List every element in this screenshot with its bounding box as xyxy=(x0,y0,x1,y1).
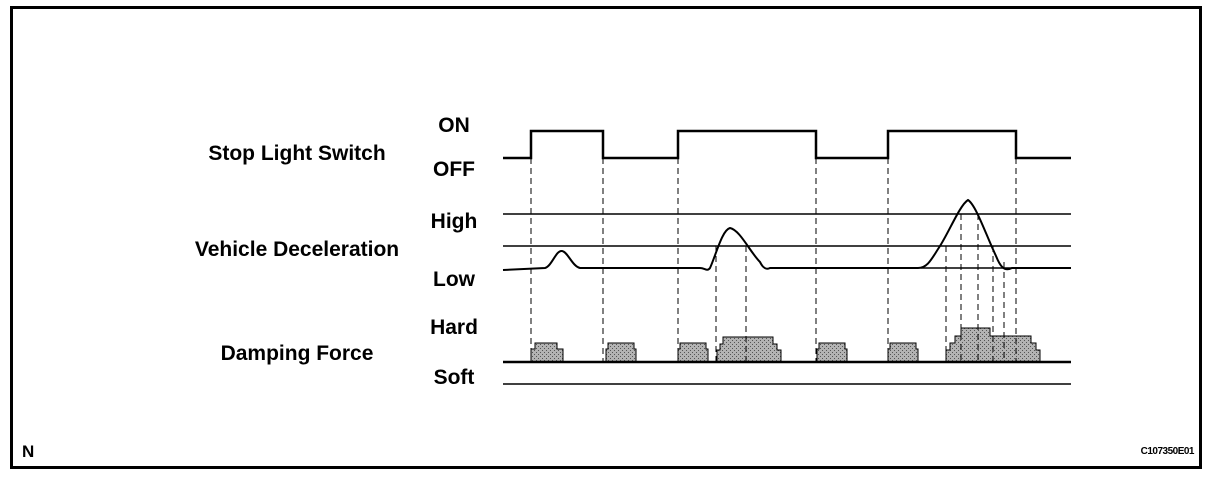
damping-force-blocks xyxy=(530,327,1041,363)
timing-guides xyxy=(530,158,1017,362)
diagram-code: C107350E01 xyxy=(1140,446,1195,457)
vehicle-deceleration-curve xyxy=(502,198,1071,271)
damping-force-label: Damping Force xyxy=(220,342,374,365)
high-state-label: High xyxy=(430,210,478,233)
on-state-label: ON xyxy=(438,114,470,137)
low-state-label: Low xyxy=(433,268,475,291)
corner-mark: N xyxy=(22,442,35,461)
stop-light-switch-waveform xyxy=(503,129,1071,160)
figure-frame xyxy=(10,6,1202,469)
damping-block xyxy=(530,342,564,363)
damping-block xyxy=(887,342,919,363)
vehicle-deceleration-label: Vehicle Deceleration xyxy=(194,238,400,261)
damping-block xyxy=(816,342,848,363)
soft-state-label: Soft xyxy=(433,366,475,389)
hard-state-label: Hard xyxy=(430,316,478,339)
stop-light-switch-label: Stop Light Switch xyxy=(208,142,386,165)
damping-block xyxy=(677,342,709,363)
off-state-label: OFF xyxy=(433,158,475,181)
damping-block xyxy=(716,336,782,363)
damping-block xyxy=(605,342,637,363)
